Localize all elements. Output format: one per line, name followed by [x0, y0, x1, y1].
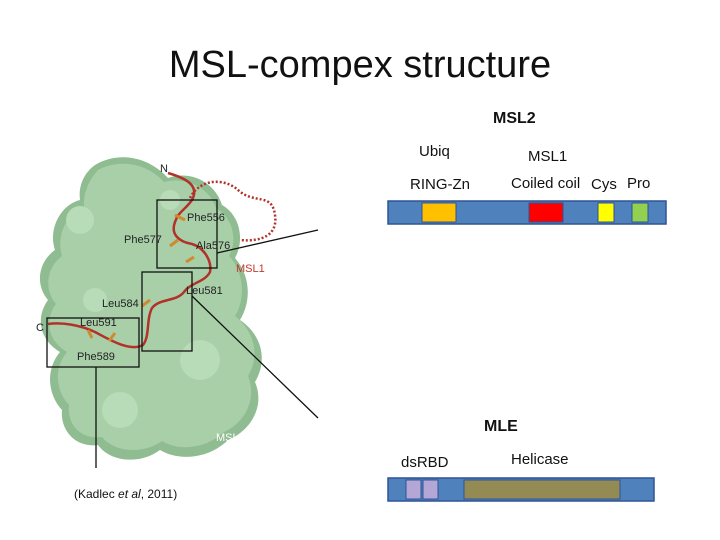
msl2-label-pro: Pro — [627, 175, 651, 192]
msl2-domain-coiled-coil — [528, 202, 564, 223]
label-ala576: Ala576 — [196, 240, 230, 252]
zoom-box-top — [156, 199, 218, 269]
connector-line-msl2 — [216, 229, 319, 254]
msl2-domain-cys — [597, 202, 615, 223]
msl2-header: MSL2 — [493, 110, 536, 127]
mle-bar — [387, 477, 655, 502]
mle-label-helicase: Helicase — [511, 451, 569, 468]
msl2-domain-ring-zn — [421, 202, 457, 223]
label-leu584: Leu584 — [102, 298, 139, 310]
label-msl3: MSL3 — [216, 432, 245, 444]
mle-header: MLE — [484, 418, 518, 435]
msl1-chain — [47, 171, 277, 349]
slide-title: MSL-compex structure — [168, 44, 552, 86]
residue-sidechains — [86, 213, 195, 342]
label-leu591: Leu591 — [80, 317, 117, 329]
citation-suffix: , 2011) — [140, 487, 178, 501]
msl2-bar-body — [387, 200, 667, 225]
citation-prefix: (Kadlec — [74, 487, 119, 501]
msl2-domain-pro — [631, 202, 649, 223]
msl2-bar — [387, 200, 667, 225]
label-n: N — [160, 163, 168, 175]
msl2-label-coiled-coil: Coiled coil — [511, 175, 581, 192]
msl2-label-ubiq: Ubiq — [419, 143, 450, 160]
mle-label-dsrbd: dsRBD — [401, 454, 449, 471]
label-phe589: Phe589 — [77, 351, 115, 363]
msl2-label-cys: Cys — [591, 176, 617, 193]
mle-domain-helicase — [463, 479, 621, 500]
label-phe577: Phe577 — [124, 234, 162, 246]
citation-etal: et al — [118, 487, 141, 501]
label-phe556: Phe556 — [187, 212, 225, 224]
msl2-label-msl1: MSL1 — [528, 148, 568, 165]
mle-domain-dsrbd-1 — [405, 479, 422, 500]
label-msl1-chain: MSL1 — [236, 263, 265, 275]
msl2-label-ring-zn: RING-Zn — [410, 176, 470, 193]
connector-line-mle — [191, 295, 319, 419]
zoom-box-left — [46, 317, 140, 368]
label-leu581: Leu581 — [186, 285, 223, 297]
citation: (Kadlec et al, 2011) — [74, 487, 177, 501]
mle-domain-dsrbd-2 — [422, 479, 439, 500]
label-c: C — [36, 322, 44, 334]
zoom-box-middle — [141, 271, 193, 352]
